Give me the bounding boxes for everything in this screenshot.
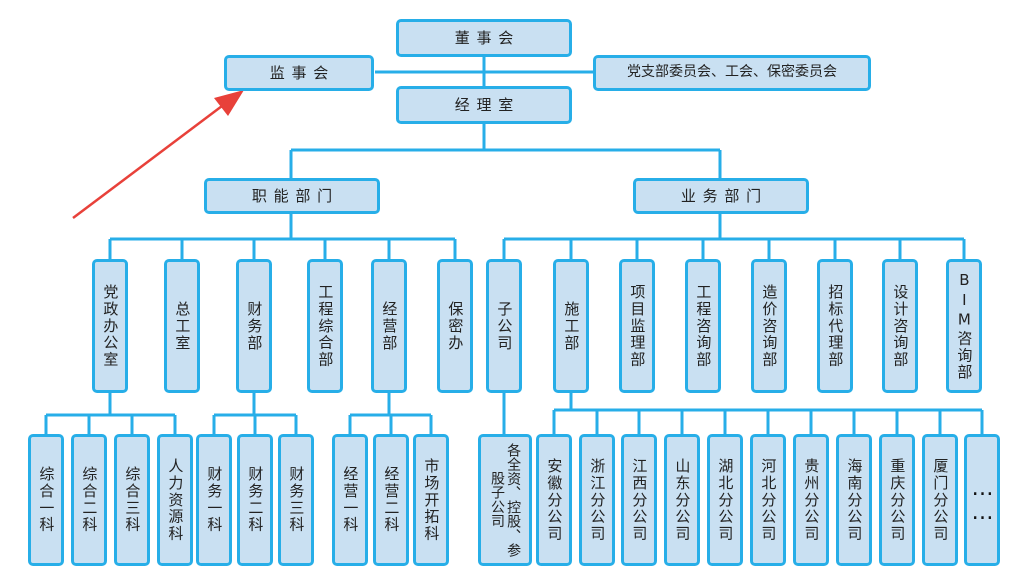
annotation-arrow-line <box>72 105 223 219</box>
branch-jiangxi: 江西分公司 <box>621 434 657 566</box>
dept-business-operations: 经营部 <box>371 259 407 393</box>
dept-chief-engineer-office: 总工室 <box>164 259 200 393</box>
section-general-1: 综合一科 <box>28 434 64 566</box>
dept-construction: 施工部 <box>553 259 589 393</box>
branch-chongqing: 重庆分公司 <box>879 434 915 566</box>
section-finance-3: 财务三科 <box>278 434 314 566</box>
dept-engineering-general: 工程综合部 <box>307 259 343 393</box>
dept-party-office: 党政办公室 <box>92 259 128 393</box>
branch-hubei: 湖北分公司 <box>707 434 743 566</box>
branch-hainan: 海南分公司 <box>836 434 872 566</box>
branch-zhejiang: 浙江分公司 <box>579 434 615 566</box>
functional-division-box: 职能部门 <box>204 178 380 214</box>
manager-office-box: 经理室 <box>396 86 572 124</box>
annotation-arrow-head <box>214 90 244 116</box>
section-general-3: 综合三科 <box>114 434 150 566</box>
supervisory-board-box: 监事会 <box>224 55 374 91</box>
dept-cost-consulting: 造价咨询部 <box>751 259 787 393</box>
dept-subsidiaries: 子公司 <box>486 259 522 393</box>
board-box: 董事会 <box>396 19 572 57</box>
dept-engineering-consulting: 工程咨询部 <box>685 259 721 393</box>
branch-guizhou: 贵州分公司 <box>793 434 829 566</box>
section-human-resources: 人力资源科 <box>157 434 193 566</box>
section-business-2: 经营二科 <box>373 434 409 566</box>
branch-xiamen: 厦门分公司 <box>922 434 958 566</box>
dept-design-consulting: 设计咨询部 <box>882 259 918 393</box>
dept-finance: 财务部 <box>236 259 272 393</box>
branch-anhui: 安徽分公司 <box>536 434 572 566</box>
branch-more-ellipsis: …… <box>964 434 1000 566</box>
branch-shandong: 山东分公司 <box>664 434 700 566</box>
dept-security-office: 保密办 <box>437 259 473 393</box>
dept-tender-agency: 招标代理部 <box>817 259 853 393</box>
dept-project-supervision: 项目监理部 <box>619 259 655 393</box>
section-finance-1: 财务一科 <box>196 434 232 566</box>
section-business-1: 经营一科 <box>332 434 368 566</box>
party-committee-box: 党支部委员会、工会、保密委员会 <box>593 55 871 91</box>
subsidiaries-box: 各全资、控股、参股子公司 <box>478 434 532 566</box>
section-market-development: 市场开拓科 <box>413 434 449 566</box>
dept-bim-consulting: BIM咨询部 <box>946 259 982 393</box>
section-general-2: 综合二科 <box>71 434 107 566</box>
section-finance-2: 财务二科 <box>237 434 273 566</box>
branch-hebei: 河北分公司 <box>750 434 786 566</box>
business-division-box: 业务部门 <box>633 178 809 214</box>
